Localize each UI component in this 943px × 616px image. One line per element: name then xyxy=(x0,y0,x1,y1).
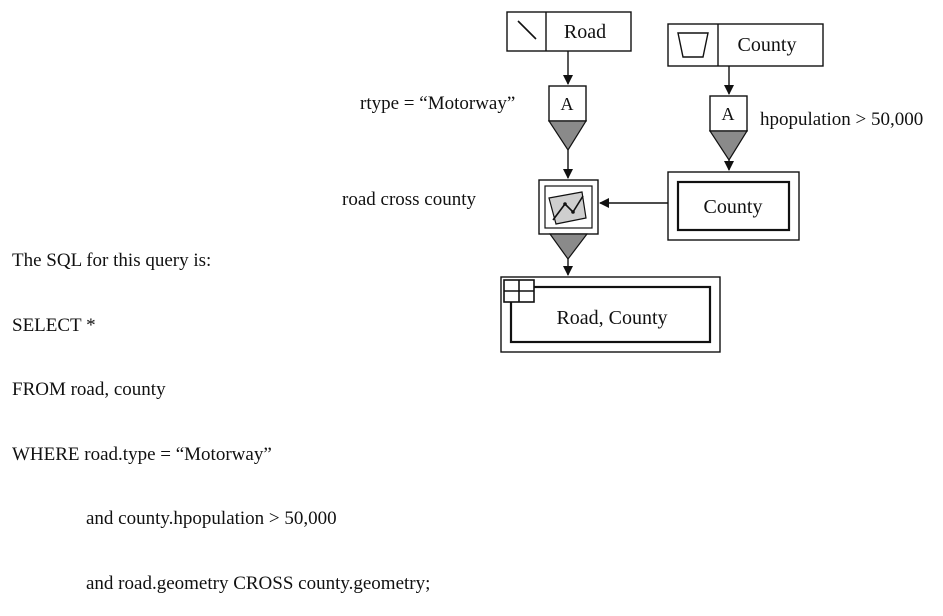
polygon-geometry-icon xyxy=(677,32,709,58)
county-filter-symbol: A xyxy=(722,104,735,124)
road-source-label: Road xyxy=(564,21,606,43)
sql-intro-line: The SQL for this query is: xyxy=(12,250,212,271)
sql-where-line: WHERE road.type = “Motorway” xyxy=(12,443,272,465)
sql-and-geometry-line: and road.geometry CROSS county.geometry; xyxy=(86,572,431,594)
spatial-join-node[interactable] xyxy=(538,179,599,261)
county-filter-funnel xyxy=(708,130,749,162)
spatial-join-funnel xyxy=(548,233,589,261)
road-attribute-filter[interactable]: A xyxy=(547,85,588,152)
road-filter-funnel xyxy=(547,120,588,152)
cross-overlay-icon xyxy=(548,191,587,225)
table-grid-icon xyxy=(503,279,535,303)
final-result-node[interactable]: Road, County xyxy=(500,276,721,353)
county-source-node[interactable]: County xyxy=(667,23,824,67)
sql-select-line: SELECT * xyxy=(12,314,96,336)
sql-and-population-line: and county.hpopulation > 50,000 xyxy=(86,508,337,529)
county-result-node[interactable]: County xyxy=(667,171,800,241)
spatial-join-condition: road cross county xyxy=(342,189,477,210)
line-geometry-icon xyxy=(517,20,537,40)
sql-from-line: FROM road, county xyxy=(12,379,166,400)
road-source-node[interactable]: Road xyxy=(506,11,632,52)
final-result-label: Road, County xyxy=(556,307,667,329)
sql-query-text: The SQL for this query is: SELECT * FROM… xyxy=(12,207,512,616)
county-attribute-filter[interactable]: A xyxy=(708,95,749,162)
county-source-label: County xyxy=(738,34,797,56)
road-filter-symbol: A xyxy=(561,94,574,114)
county-result-label: County xyxy=(704,196,763,218)
county-filter-condition: hpopulation > 50,000 xyxy=(760,109,923,130)
query-diagram: Road County A rtype = “Motorway” A hpopu… xyxy=(342,11,923,353)
road-filter-condition: rtype = “Motorway” xyxy=(360,93,515,114)
